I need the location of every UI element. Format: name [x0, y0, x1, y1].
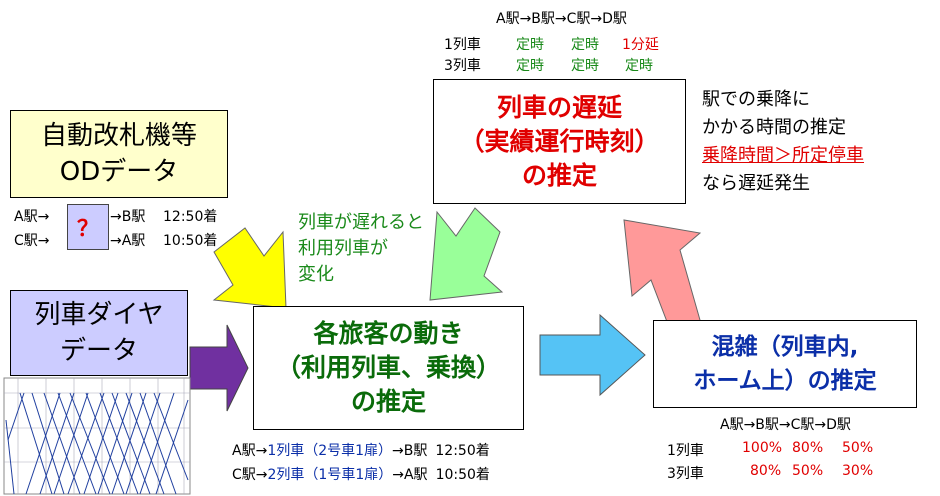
arrow-diagram-to-passenger: [189, 324, 249, 412]
od-data-box: 自動改札機等 ODデータ: [10, 110, 228, 198]
arrow-passenger-to-congestion: [539, 313, 646, 397]
delay-effect-note: 列車が遅れると 利用列車が 変化: [298, 210, 424, 288]
delay-box-line2: （実績運行時刻）: [459, 126, 660, 156]
diagram-box-line1: 列車ダイヤ: [34, 300, 164, 330]
question-mark: ？: [76, 217, 99, 242]
congestion-row1-train: 1列車: [667, 443, 704, 459]
top-table-row2-s1: 定時: [516, 58, 544, 74]
arrow-delay-to-passenger: [429, 207, 504, 301]
top-table-row1-s2: 定時: [571, 37, 599, 53]
passenger-row1-time: 12:50着: [435, 443, 490, 459]
delay-estimation-box: 列車の遅延 （実績運行時刻） の推定: [433, 79, 686, 204]
passenger-row2-c: →A駅: [392, 467, 428, 483]
passenger-row1-c: →B駅: [392, 443, 428, 459]
congestion-box-line1: 混雑（列車内,: [711, 334, 859, 360]
congestion-row2-v3: 30%: [842, 463, 874, 479]
od-row1-from: A駅→: [14, 209, 50, 225]
diagram-box-line2: データ: [59, 336, 138, 366]
delay-note-line4: なら遅延発生: [702, 173, 810, 194]
delay-effect-line1: 列車が遅れると: [298, 212, 424, 233]
congestion-box: 混雑（列車内, ホーム上）の推定: [653, 320, 917, 408]
delay-note-line2: かかる時間の推定: [702, 117, 846, 138]
unknown-train-box: ？: [67, 204, 109, 250]
delay-note-line1: 駅での乗降に: [702, 89, 810, 110]
passenger-row1-b: 1列車（2号車1扉）: [267, 443, 393, 459]
congestion-row2-v2: 50%: [792, 463, 824, 479]
top-table-header: A駅→B駅→C駅→D駅: [496, 11, 627, 27]
od-row2-to: →A駅: [110, 233, 146, 249]
congestion-row1-v3: 50%: [842, 440, 874, 456]
od-row1-time: 12:50着: [163, 209, 218, 225]
top-table-row2-train: 3列車: [444, 58, 481, 74]
od-box-line1: 自動改札機等: [40, 121, 197, 151]
passenger-row2: C駅→2列車（1号車1扉）→A駅 10:50着: [232, 464, 490, 484]
passenger-row1: A駅→1列車（2号車1扉）→B駅 12:50着: [232, 440, 490, 460]
delay-effect-line2: 利用列車が: [298, 238, 388, 259]
delay-note: 駅での乗降に かかる時間の推定 乗降時間＞所定停車 なら遅延発生: [702, 86, 864, 198]
congestion-box-line2: ホーム上）の推定: [693, 368, 877, 394]
passenger-box-line3: の推定: [350, 387, 426, 416]
top-table-row1-train: 1列車: [444, 37, 481, 53]
od-row1-to: →B駅: [110, 209, 146, 225]
delay-box-line3: の推定: [521, 160, 597, 190]
timetable-graphic: [3, 377, 191, 495]
passenger-box-line2: （利用列車、乗換）: [275, 353, 501, 382]
train-diagram-box: 列車ダイヤ データ: [10, 290, 188, 376]
arrow-od-to-passenger: [212, 227, 287, 309]
top-table-row1-s1: 定時: [516, 37, 544, 53]
top-table-row2-s3: 定時: [625, 58, 653, 74]
delay-box-line1: 列車の遅延: [496, 92, 622, 122]
passenger-row2-time: 10:50着: [435, 467, 490, 483]
congestion-row2-v1: 80%: [750, 463, 782, 479]
congestion-row1-v1: 100%: [742, 440, 783, 456]
passenger-row2-b: 2列車（1号車1扉）: [267, 467, 393, 483]
delay-effect-line3: 変化: [298, 264, 334, 285]
top-table-row1-s3: 1分延: [622, 37, 659, 53]
passenger-row2-a: C駅→: [232, 467, 268, 483]
delay-note-line3: 乗降時間＞所定停車: [702, 145, 864, 166]
od-row2-from: C駅→: [14, 233, 50, 249]
passenger-movement-box: 各旅客の動き （利用列車、乗換） の推定: [253, 306, 524, 430]
congestion-table-header: A駅→B駅→C駅→D駅: [720, 417, 851, 433]
passenger-row1-a: A駅→: [232, 443, 268, 459]
passenger-box-line1: 各旅客の動き: [313, 319, 464, 348]
congestion-row1-v2: 80%: [792, 440, 824, 456]
congestion-row2-train: 3列車: [667, 466, 704, 482]
top-table-row2-s2: 定時: [571, 58, 599, 74]
od-box-line2: ODデータ: [59, 157, 179, 187]
od-row2-time: 10:50着: [163, 233, 218, 249]
